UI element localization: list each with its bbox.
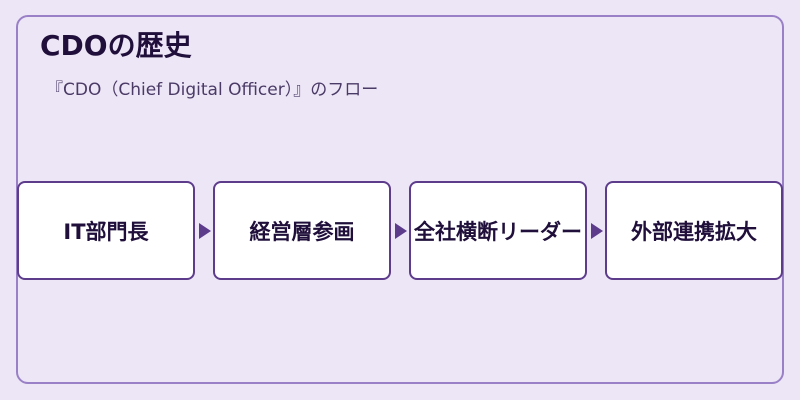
- flow-step-1: IT部門長: [17, 181, 195, 280]
- page-subtitle: 『CDO（Chief Digital Officer）』のフロー: [46, 80, 379, 100]
- flow-step-4: 外部連携拡大: [605, 181, 783, 280]
- flow-step-3: 全社横断リーダー: [409, 181, 587, 280]
- flow-arrow-1: [199, 223, 211, 239]
- flow-step-2: 経営層参画: [213, 181, 391, 280]
- flow-diagram: IT部門長 経営層参画 全社横断リーダー 外部連携拡大: [17, 181, 785, 280]
- flow-arrow-3: [591, 223, 603, 239]
- page-title: CDOの歴史: [40, 29, 192, 62]
- flow-arrow-2: [395, 223, 407, 239]
